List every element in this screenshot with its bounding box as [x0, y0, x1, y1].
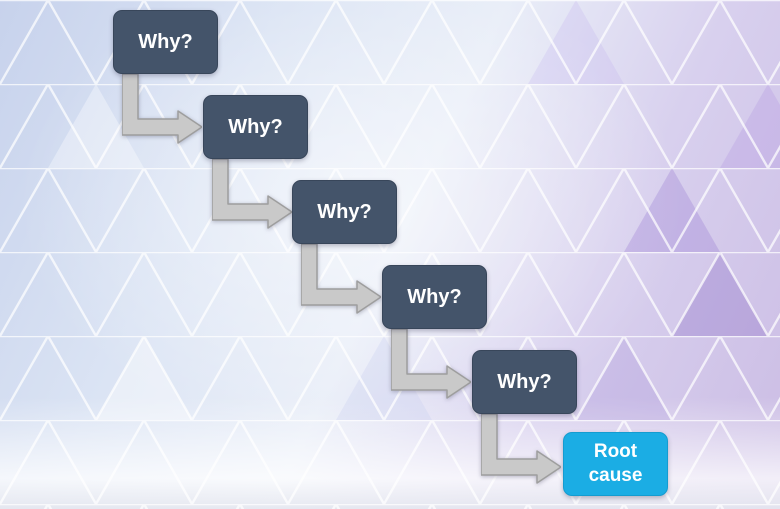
why-box-3-label: Why? — [317, 200, 372, 223]
elbow-arrow-icon — [391, 329, 471, 399]
elbow-arrow-icon — [481, 414, 561, 484]
elbow-arrow-icon — [212, 159, 292, 229]
why-box-5: Why? — [472, 350, 577, 414]
root-cause-label: Root cause — [588, 441, 643, 486]
why-box-2-label: Why? — [228, 115, 283, 138]
why-box-3: Why? — [292, 180, 397, 244]
why-box-2: Why? — [203, 95, 308, 159]
root-cause-box: Root cause — [563, 432, 668, 496]
elbow-arrow-icon — [122, 74, 202, 144]
why-box-1: Why? — [113, 10, 218, 74]
why-box-4: Why? — [382, 265, 487, 329]
elbow-arrow-icon — [301, 244, 381, 314]
why-box-5-label: Why? — [497, 370, 552, 393]
why-box-1-label: Why? — [138, 30, 193, 53]
why-box-4-label: Why? — [407, 285, 462, 308]
